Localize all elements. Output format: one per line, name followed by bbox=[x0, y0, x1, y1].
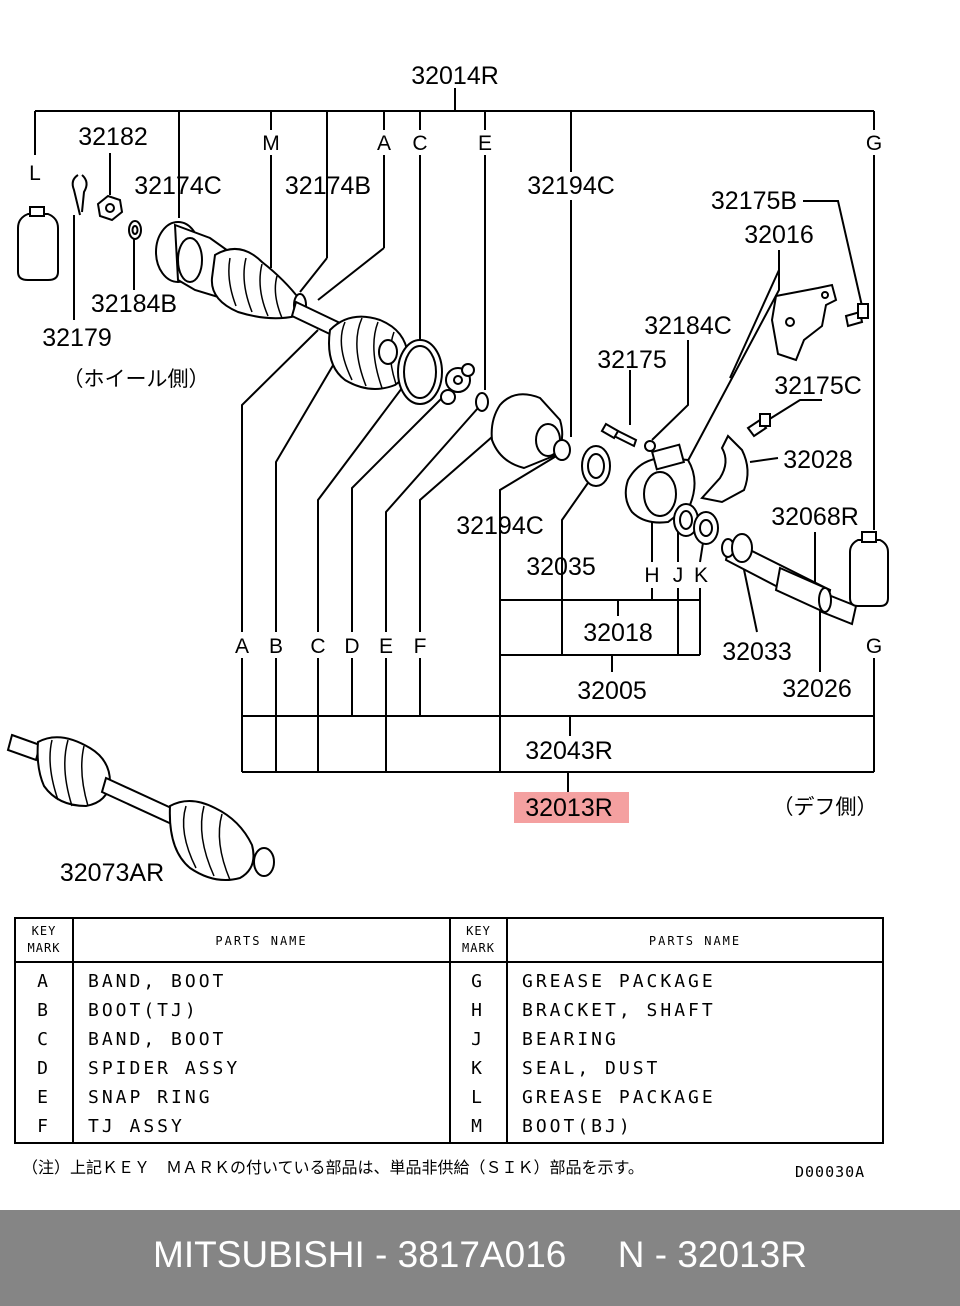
callout-32026: 32026 bbox=[782, 675, 852, 703]
callout-32068R: 32068R bbox=[771, 503, 859, 531]
row-key: M bbox=[471, 1116, 485, 1137]
callout-32184C: 32184C bbox=[644, 312, 732, 340]
row-name: SPIDER ASSY bbox=[88, 1058, 241, 1079]
callout-32184B: 32184B bbox=[91, 290, 177, 318]
callout-32175B: 32175B bbox=[711, 187, 797, 215]
table-row: C BAND, BOOT bbox=[16, 1025, 449, 1054]
table-row: B BOOT(TJ) bbox=[16, 996, 449, 1025]
row-key: D bbox=[37, 1058, 51, 1079]
parts-drawings bbox=[6, 174, 889, 881]
row-key: E bbox=[37, 1087, 51, 1108]
callout-32033: 32033 bbox=[722, 638, 792, 666]
top-mark-G: G bbox=[866, 132, 882, 155]
grease-package-left-icon bbox=[17, 206, 59, 281]
callout-32174B: 32174B bbox=[285, 172, 371, 200]
callout-32194C-top: 32194C bbox=[527, 172, 615, 200]
row-name: BAND, BOOT bbox=[88, 971, 227, 992]
table-row: L GREASE PACKAGE bbox=[450, 1083, 882, 1112]
table-row: A BAND, BOOT bbox=[16, 967, 449, 996]
row-name: BEARING bbox=[522, 1029, 619, 1050]
callout-32175C: 32175C bbox=[774, 372, 862, 400]
top-mark-E: E bbox=[478, 132, 492, 155]
row-name: BOOT(TJ) bbox=[88, 1000, 199, 1021]
callout-32179: 32179 bbox=[42, 324, 112, 352]
left-parts-name-header: PARTS NAME bbox=[215, 934, 308, 948]
callout-32014R: 32014R bbox=[411, 62, 499, 90]
left-key-mark-header: KEY MARK bbox=[27, 924, 61, 955]
callout-32174C: 32174C bbox=[134, 172, 222, 200]
table-row: G GREASE PACKAGE bbox=[450, 967, 882, 996]
parts-key-table: KEY MARK PARTS NAME KEY MARK PARTS NAME … bbox=[14, 917, 884, 1144]
callout-32073AR: 32073AR bbox=[60, 859, 164, 887]
footer-part-reference: MITSUBISHI - 3817A016 N - 32013R bbox=[153, 1234, 807, 1275]
key-mark-letters: L M A C E G A B C D E F H J K G bbox=[29, 132, 882, 658]
part-number-callouts: 32014R 32182 32174C 32174B 32184B 32179 … bbox=[42, 62, 877, 887]
callout-32005: 32005 bbox=[577, 677, 647, 705]
row-key: G bbox=[471, 971, 485, 992]
table-row: F TJ ASSY bbox=[16, 1112, 449, 1141]
bottom-mark-G: G bbox=[866, 635, 882, 658]
bottom-mark-B: B bbox=[269, 635, 283, 658]
diff-side-label: （デフ側） bbox=[773, 796, 878, 819]
bottom-mark-J: J bbox=[673, 564, 684, 587]
callout-32013R: 32013R bbox=[525, 794, 613, 822]
row-name: BAND, BOOT bbox=[88, 1029, 227, 1050]
drawing-code: D00030A bbox=[795, 1163, 866, 1181]
bottom-mark-F: F bbox=[414, 635, 427, 658]
row-name: SEAL, DUST bbox=[522, 1058, 661, 1079]
table-row: K SEAL, DUST bbox=[450, 1054, 882, 1083]
bottom-mark-E: E bbox=[379, 635, 393, 658]
bottom-mark-H: H bbox=[644, 564, 659, 587]
bottom-mark-C: C bbox=[310, 635, 325, 658]
selected-part-highlight bbox=[514, 792, 629, 823]
callout-32018: 32018 bbox=[583, 619, 653, 647]
callout-32016: 32016 bbox=[744, 221, 814, 249]
table-row: J BEARING bbox=[450, 1025, 882, 1054]
callout-32043R: 32043R bbox=[525, 737, 613, 765]
row-key: H bbox=[471, 1000, 485, 1021]
row-name: BRACKET, SHAFT bbox=[522, 1000, 716, 1021]
table-row: M BOOT(BJ) bbox=[450, 1112, 882, 1141]
table-row: D SPIDER ASSY bbox=[16, 1054, 449, 1083]
row-key: F bbox=[37, 1116, 51, 1137]
row-name: GREASE PACKAGE bbox=[522, 971, 716, 992]
right-parts-name-header: PARTS NAME bbox=[648, 934, 742, 948]
bottom-mark-K: K bbox=[694, 564, 708, 587]
row-name: SNAP RING bbox=[88, 1087, 213, 1108]
grease-package-right-icon bbox=[849, 531, 889, 607]
row-key: A bbox=[37, 971, 51, 992]
wheel-side-label: （ホイール側） bbox=[63, 368, 210, 391]
table-header-row bbox=[16, 919, 882, 963]
footer-bar: MITSUBISHI - 3817A016 N - 32013R bbox=[0, 1210, 960, 1306]
top-mark-M: M bbox=[262, 132, 280, 155]
row-key: C bbox=[37, 1029, 51, 1050]
callout-32182: 32182 bbox=[78, 123, 148, 151]
row-name: BOOT(BJ) bbox=[522, 1116, 633, 1137]
bottom-mark-D: D bbox=[344, 635, 359, 658]
sik-footnote: （注）上記ＫＥＹ ＭＡＲＫの付いている部品は、単品非供給（ＳＩＫ）部品を示す。 bbox=[22, 1158, 644, 1177]
callout-32175: 32175 bbox=[597, 346, 667, 374]
callout-32028: 32028 bbox=[783, 446, 853, 474]
top-mark-A: A bbox=[377, 132, 391, 155]
leader-lines bbox=[34, 88, 875, 792]
row-key: K bbox=[471, 1058, 485, 1079]
row-key: L bbox=[471, 1087, 485, 1108]
row-name: GREASE PACKAGE bbox=[522, 1087, 716, 1108]
bottom-mark-A: A bbox=[235, 635, 249, 658]
row-name: TJ ASSY bbox=[88, 1116, 185, 1137]
right-key-mark-header: KEY MARK bbox=[462, 924, 495, 955]
table-row: H BRACKET, SHAFT bbox=[450, 996, 882, 1025]
top-mark-C: C bbox=[412, 132, 427, 155]
row-key: J bbox=[471, 1029, 485, 1050]
callout-32035: 32035 bbox=[526, 553, 596, 581]
table-row: E SNAP RING bbox=[16, 1083, 449, 1112]
callout-32194C-low: 32194C bbox=[456, 512, 544, 540]
row-key: B bbox=[37, 1000, 51, 1021]
top-mark-L: L bbox=[29, 162, 41, 185]
